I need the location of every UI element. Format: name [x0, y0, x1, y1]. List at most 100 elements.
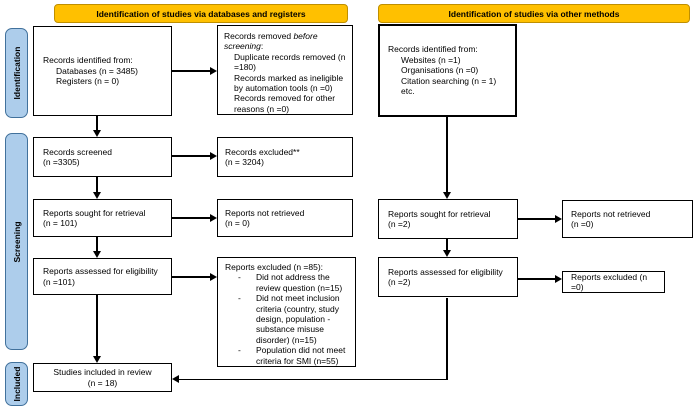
- arrow-line-identified-to-sought-other: [446, 117, 448, 192]
- reports-assessed-other-label: Reports assessed for eligibility: [388, 266, 503, 277]
- records-excluded-count: (n = 3204): [225, 157, 264, 167]
- list-line: Records removed for other: [234, 93, 336, 104]
- studies-included-label: Studies included in review: [53, 367, 152, 378]
- records-screened-count: (n =3305): [43, 157, 80, 167]
- arrowhead-screened-to-excluded: [210, 152, 217, 160]
- box-records-identified-other: Records identified from: Websites (n =1)…: [378, 24, 517, 117]
- records-identified-other-item-websites: Websites (n =1): [401, 54, 461, 65]
- reports-sought-other-count: (n =2): [388, 219, 411, 229]
- box-records-screened: Records screened (n =3305): [33, 137, 172, 177]
- list-line: disorder) (n=15): [256, 334, 317, 345]
- arrow-line-assessed-to-excluded-db: [172, 276, 210, 278]
- box-studies-included: Studies included in review (n = 18): [33, 363, 172, 392]
- elbow-line-vertical-other-to-included: [446, 298, 448, 380]
- reports-excluded-bullet-3: - Population did not meet criteria for S…: [225, 345, 353, 366]
- arrow-line-sought-to-notretrieved-db: [172, 217, 210, 219]
- list-line: Population did not meet: [256, 345, 346, 356]
- arrowhead-sought-to-assessed-other: [443, 250, 451, 257]
- studies-included-count: (n = 18): [87, 377, 118, 388]
- arrow-line-sought-to-assessed-db: [96, 237, 98, 251]
- records-identified-databases-intro: Records identified from:: [43, 55, 133, 66]
- list-line: Duplicate records removed (n: [234, 51, 346, 62]
- reports-not-retrieved-databases-label: Reports not retrieved: [225, 207, 305, 218]
- arrow-line-sought-to-notretrieved-other: [518, 218, 555, 220]
- box-reports-not-retrieved-other: Reports not retrieved (n =0): [562, 200, 693, 238]
- records-removed-intro-line1: Records removed before: [224, 31, 350, 41]
- list-line: review question (n=15): [256, 282, 343, 293]
- arrowhead-screened-to-sought: [93, 192, 101, 199]
- reports-excluded-other-label: Reports excluded (n =0): [571, 271, 648, 292]
- arrow-line-sought-to-assessed-other: [446, 239, 448, 250]
- box-reports-excluded-databases: Reports excluded (n =85): - Did not addr…: [217, 257, 356, 367]
- list-line: Records marked as ineligible: [234, 72, 344, 83]
- reports-not-retrieved-other-label: Reports not retrieved: [571, 208, 651, 219]
- list-line: criteria for SMI (n=55): [256, 355, 339, 366]
- elbow-line-horizontal-other-to-included: [179, 378, 448, 380]
- arrowhead-sought-to-assessed-db: [93, 251, 101, 258]
- stage-label-screening: Screening: [5, 133, 28, 350]
- stage-label-included: Included: [5, 362, 28, 406]
- records-removed-intro-italic1: before: [293, 31, 318, 41]
- reports-excluded-bullet-2: - Did not meet inclusion criteria (count…: [225, 293, 353, 345]
- box-reports-assessed-other: Reports assessed for eligibility (n =2): [378, 257, 518, 297]
- arrow-line-identified-to-removed: [172, 70, 210, 72]
- arrowhead-sought-to-notretrieved-other: [555, 215, 562, 223]
- arrowhead-identified-to-screened: [93, 130, 101, 137]
- list-line: design, population -: [256, 314, 331, 325]
- reports-assessed-other-count: (n =2): [388, 277, 411, 287]
- box-reports-sought-other: Reports sought for retrieval (n =2): [378, 199, 518, 239]
- header-databases-registers-label: Identification of studies via databases …: [96, 8, 306, 19]
- list-line: by automation tools (n =0): [234, 83, 333, 94]
- box-reports-not-retrieved-databases: Reports not retrieved (n = 0): [217, 199, 353, 237]
- list-line: =180): [234, 62, 256, 73]
- arrowhead-identified-to-sought-other: [443, 192, 451, 199]
- box-records-identified-databases: Records identified from: Databases (n = …: [33, 26, 172, 116]
- records-identified-databases-item-registers: Registers (n = 0): [56, 76, 120, 87]
- list-line: reasons (n =0): [234, 103, 290, 114]
- arrow-line-assessed-to-excluded-other: [518, 278, 555, 280]
- reports-sought-databases-count: (n = 101): [43, 218, 78, 228]
- list-line: substance misuse: [256, 324, 325, 335]
- box-records-excluded: Records excluded** (n = 3204): [217, 137, 353, 177]
- records-identified-databases-item-databases: Databases (n = 3485): [56, 65, 138, 76]
- reports-assessed-databases-label: Reports assessed for eligibility: [43, 266, 158, 277]
- list-line: Did not address the: [256, 272, 330, 283]
- header-other-methods-label: Identification of studies via other meth…: [448, 8, 620, 19]
- stage-label-identification: Identification: [5, 28, 28, 118]
- arrowhead-sought-to-notretrieved-db: [210, 214, 217, 222]
- header-databases-registers: Identification of studies via databases …: [54, 4, 348, 23]
- records-removed-intro-colon: :: [260, 41, 264, 52]
- list-line: criteria (country, study: [256, 303, 339, 314]
- arrowhead-identified-to-removed: [210, 67, 217, 75]
- header-other-methods: Identification of studies via other meth…: [378, 4, 690, 23]
- reports-not-retrieved-other-count: (n =0): [571, 219, 594, 229]
- arrowhead-assessed-to-excluded-db: [210, 273, 217, 281]
- box-reports-assessed-databases: Reports assessed for eligibility (n =101…: [33, 258, 172, 295]
- records-removed-intro-line2: screening:: [224, 41, 350, 51]
- records-removed-item-automation: Records marked as ineligible by automati…: [234, 73, 350, 94]
- box-reports-excluded-other: Reports excluded (n =0): [562, 271, 665, 293]
- box-records-removed-before-screening: Records removed before screening: Duplic…: [217, 25, 353, 115]
- records-removed-intro-italic2: screening: [224, 41, 261, 52]
- records-removed-intro-plain: Records removed: [224, 31, 294, 41]
- reports-assessed-databases-count: (n =101): [43, 276, 75, 287]
- arrowhead-assessed-to-excluded-other: [555, 275, 562, 283]
- arrow-line-identified-to-screened: [96, 116, 98, 130]
- records-removed-item-other: Records removed for other reasons (n =0): [234, 93, 350, 114]
- arrow-line-screened-to-sought: [96, 177, 98, 192]
- reports-excluded-bullet-1: - Did not address the review question (n…: [225, 272, 353, 293]
- records-identified-other-item-citation: Citation searching (n = 1): [401, 75, 497, 86]
- stage-label-included-text: Included: [11, 366, 22, 402]
- records-identified-other-item-etc: etc.: [401, 86, 415, 97]
- stage-label-identification-text: Identification: [11, 46, 22, 100]
- records-removed-item-duplicates: Duplicate records removed (n =180): [234, 52, 350, 73]
- reports-not-retrieved-databases-count: (n = 0): [225, 218, 250, 228]
- arrowhead-assessed-to-included: [93, 356, 101, 363]
- stage-label-screening-text: Screening: [11, 220, 22, 263]
- bullet-marker: -: [238, 293, 241, 304]
- reports-excluded-databases-title: Reports excluded (n =85):: [225, 262, 324, 272]
- records-screened-label: Records screened: [43, 146, 112, 157]
- bullet-marker: -: [238, 272, 241, 283]
- bullet-marker: -: [238, 345, 241, 356]
